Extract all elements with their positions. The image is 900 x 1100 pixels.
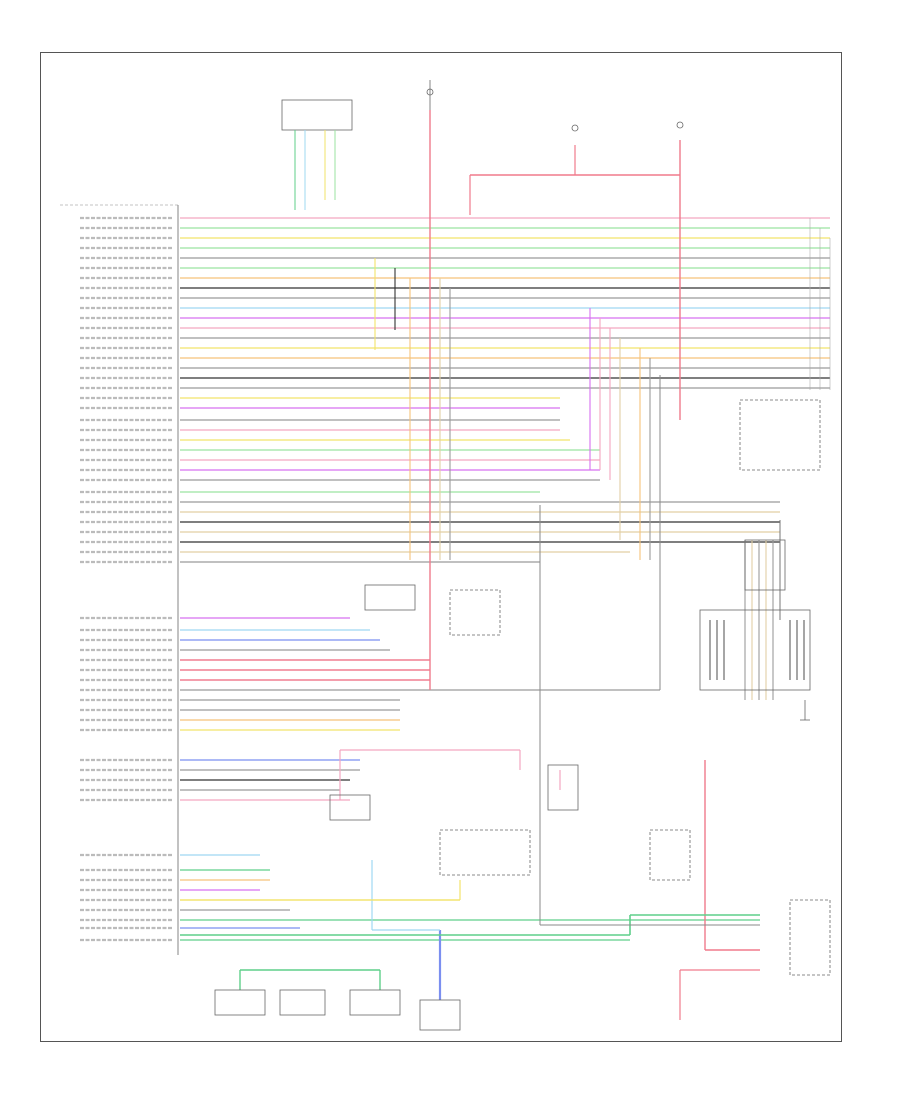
components: [214, 80, 831, 1031]
pcm-module: [60, 204, 180, 955]
pin-label-marks: [80, 216, 172, 942]
vertical-feeds: [180, 110, 781, 1020]
diagram-frame: [40, 52, 842, 1042]
harness-wires: [180, 217, 831, 941]
